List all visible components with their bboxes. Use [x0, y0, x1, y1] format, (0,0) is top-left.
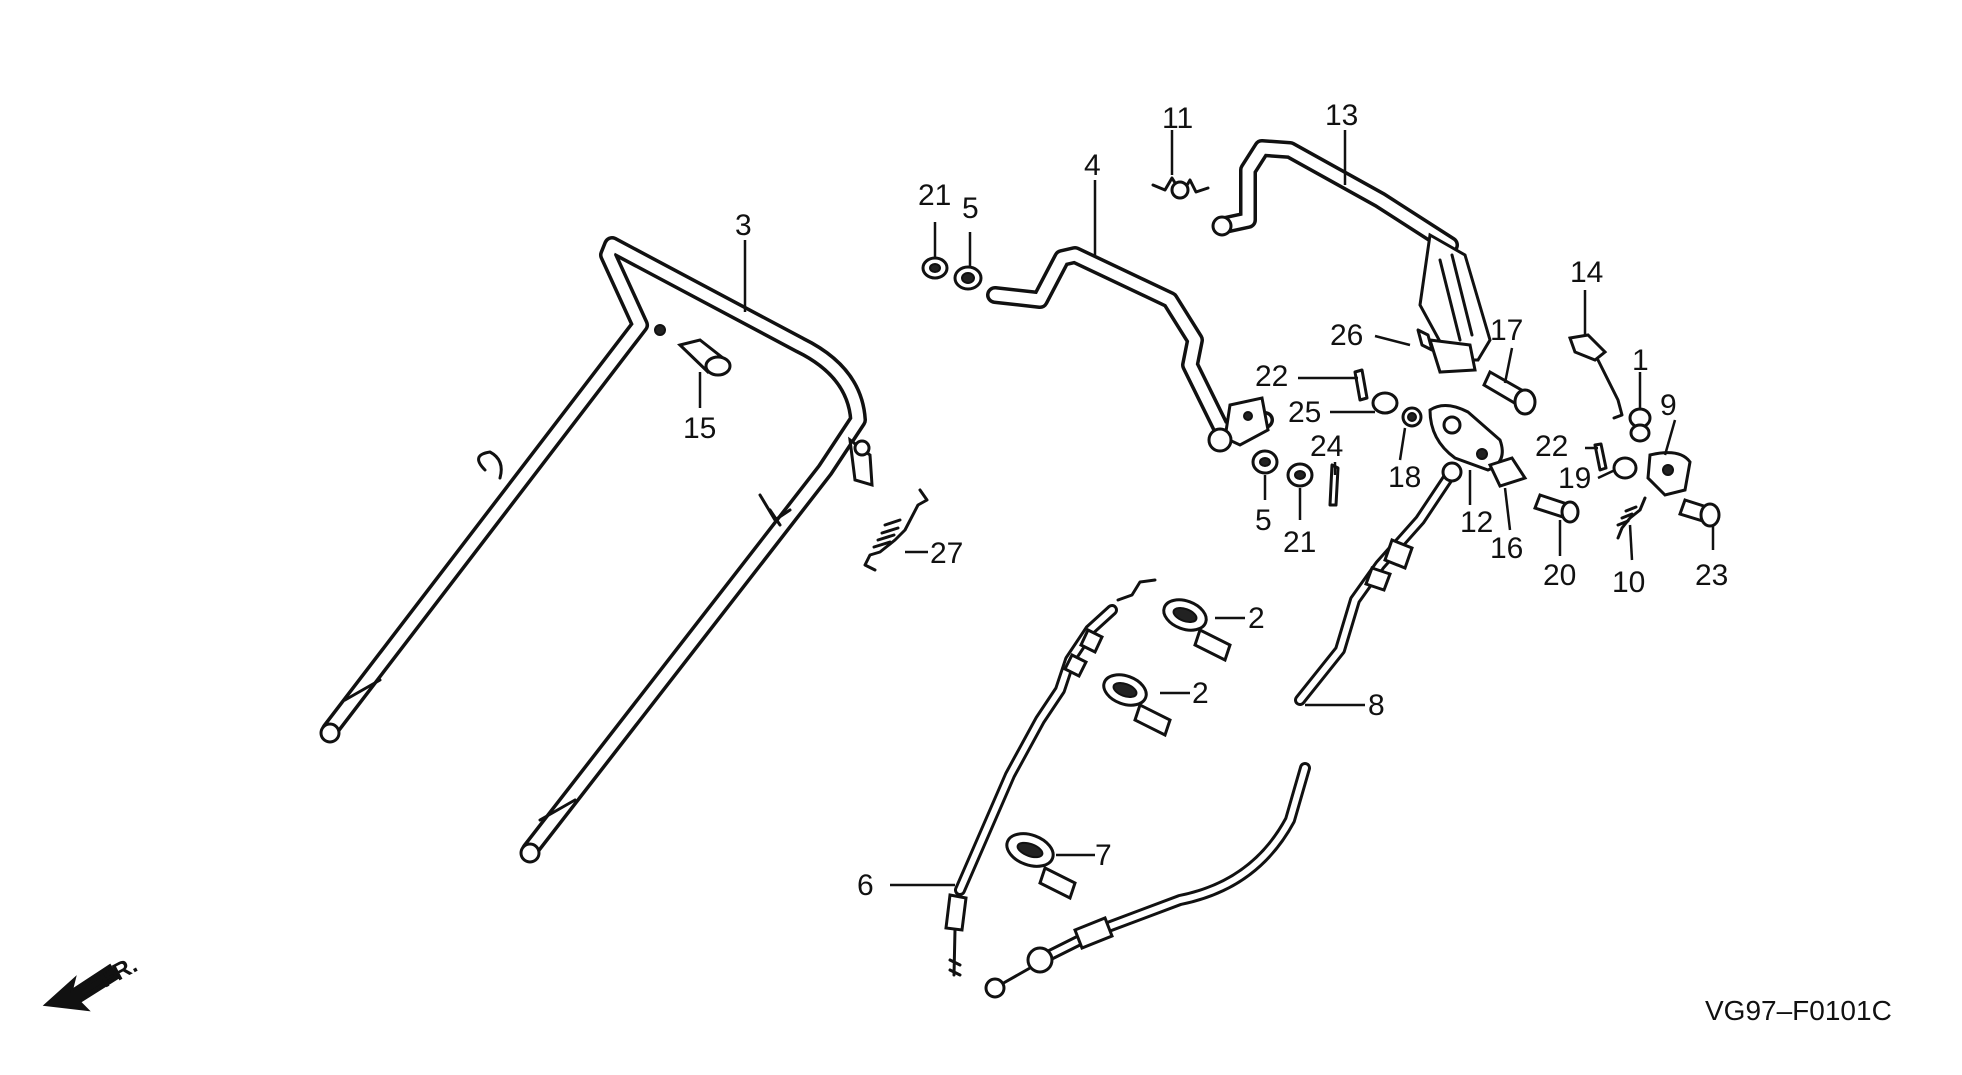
cable-clip-part-2-upper	[1162, 598, 1232, 663]
callout-24: 25	[1288, 396, 1321, 429]
callout-27: 7	[1095, 839, 1112, 872]
lever-part-11	[1567, 333, 1624, 420]
nut-part-1	[1628, 407, 1652, 443]
callout-26: 27	[930, 537, 963, 570]
callout-19: 23	[1695, 559, 1728, 592]
pins-part-22-24-16	[1353, 368, 1423, 428]
callout-13: 10	[1612, 566, 1645, 599]
callout-11: 14	[1570, 256, 1603, 289]
callout-5-top: 5	[962, 192, 979, 225]
callout-14: 16	[1490, 532, 1523, 565]
callout-10: 13	[1325, 99, 1358, 132]
cable-clip-part-2-lower	[1102, 673, 1172, 738]
callout-21-top: 21	[918, 179, 951, 212]
drive-cable-part-7	[984, 461, 1463, 999]
callout-1: 1	[1632, 344, 1649, 377]
bolt-part-15	[1482, 369, 1537, 416]
callout-25: 26	[1330, 319, 1363, 352]
brake-cable-part-6	[944, 578, 1157, 977]
front-direction-indicator: FR.	[42, 951, 142, 1012]
callout-6: 6	[857, 869, 874, 902]
callout-16: 18	[1388, 461, 1421, 494]
callout-20: 19	[1558, 462, 1591, 495]
callout-22-right: 22	[1535, 430, 1568, 463]
callout-3: 3	[735, 209, 752, 242]
spring-part-13	[1616, 496, 1647, 540]
clip-part-25	[1416, 328, 1434, 352]
callout-22-left: 22	[1255, 360, 1288, 393]
callout-2-lower: 2	[1192, 677, 1209, 710]
parts-22-20-12	[1593, 442, 1692, 497]
washers-lower-part-5-21	[1251, 449, 1314, 488]
washers-top-part-21-5	[921, 256, 983, 291]
callout-7: 8	[1368, 689, 1385, 722]
callout-23: 24	[1310, 430, 1343, 463]
callout-5-lower: 5	[1255, 504, 1272, 537]
lower-handle-part-3	[319, 236, 874, 864]
spring-part-8	[1151, 176, 1210, 200]
callout-2-upper: 2	[1248, 602, 1265, 635]
callout-15: 17	[1490, 314, 1523, 347]
callout-8: 11	[1162, 102, 1193, 135]
callout-12: 9	[1660, 389, 1677, 422]
diagram-code: VG97–F0101C	[1705, 995, 1892, 1026]
callout-21-lower: 21	[1283, 526, 1316, 559]
cam-part-9	[1428, 404, 1504, 472]
plate-part-14	[1487, 456, 1528, 488]
control-bar-part-4	[986, 246, 1274, 453]
drive-bar-part-10	[1211, 139, 1492, 374]
callout-17: 15	[683, 412, 716, 445]
callout-18: 20	[1543, 559, 1576, 592]
callout-labels: 3 15 4 21 5 11 13 26 17 22 25 24 18 5 21…	[683, 99, 1728, 902]
bolt-part-19	[1678, 498, 1721, 528]
leader-lines	[698, 130, 1715, 887]
spring-part-26	[863, 488, 929, 572]
collar-part-17	[677, 338, 732, 377]
cable-clip-part-27	[1005, 832, 1077, 901]
callout-9: 12	[1460, 506, 1493, 539]
callout-4: 4	[1084, 149, 1101, 182]
pin-part-18	[1533, 493, 1580, 524]
